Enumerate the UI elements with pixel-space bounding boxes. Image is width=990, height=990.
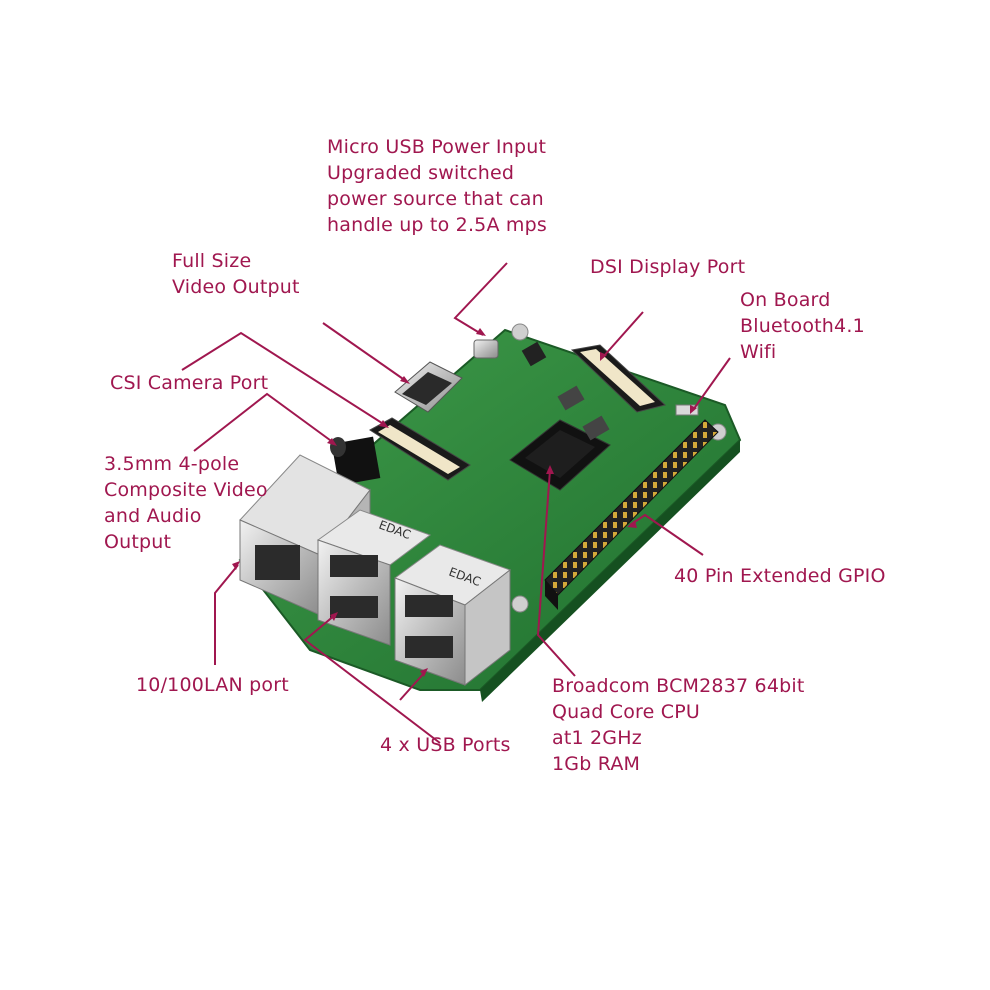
leader-lines: [181, 262, 731, 744]
leader-usb: [303, 614, 441, 744]
label-line: Broadcom BCM2837 64bit: [552, 675, 805, 697]
label-cpu: Broadcom BCM2837 64bit Quad Core CPU at1…: [552, 673, 805, 777]
label-line: Wifi: [740, 341, 777, 363]
label-full-size-video: Full Size Video Output: [172, 248, 300, 300]
label-line: Full Size: [172, 250, 252, 272]
leader-csi: [181, 331, 386, 426]
label-micro-usb: Micro USB Power Input Upgraded switched …: [327, 134, 547, 238]
label-bluetooth: On Board Bluetooth4.1 Wifi: [740, 287, 865, 365]
leader-cpu: [536, 469, 576, 677]
label-line: On Board: [740, 289, 831, 311]
label-line: 3.5mm 4-pole: [104, 453, 240, 475]
leader-audio: [193, 392, 335, 452]
label-csi: CSI Camera Port: [110, 370, 268, 396]
label-gpio: 40 Pin Extended GPIO: [674, 563, 886, 589]
label-line: Video Output: [172, 276, 300, 298]
label-line: Composite Video: [104, 479, 268, 501]
mounting-hole: [511, 595, 529, 613]
chip: [521, 341, 547, 367]
label-line: handle up to 2.5A mps: [327, 214, 547, 236]
label-line: 40 Pin Extended GPIO: [674, 565, 886, 587]
chip: [557, 385, 585, 411]
mounting-hole: [511, 323, 529, 341]
micro-usb-connector: [473, 339, 499, 359]
label-line: Micro USB Power Input: [327, 136, 547, 158]
label-line: CSI Camera Port: [110, 372, 269, 394]
gpio-header-side: [545, 580, 558, 610]
label-line: 10/100LAN port: [136, 674, 289, 696]
leader-lan: [214, 564, 239, 665]
label-lan: 10/100LAN port: [136, 672, 289, 698]
label-line: power source that can: [327, 188, 544, 210]
leader-usb-2: [399, 671, 426, 701]
label-line: Output: [104, 531, 172, 553]
label-usb: 4 x USB Ports: [380, 732, 511, 758]
leader-bluetooth: [692, 357, 731, 411]
leader-micro-usb: [453, 262, 508, 336]
label-line: Bluetooth4.1: [740, 315, 865, 337]
label-line: 4 x USB Ports: [380, 734, 511, 756]
label-line: at1 2GHz: [552, 727, 642, 749]
label-audio: 3.5mm 4-pole Composite Video and Audio O…: [104, 451, 268, 555]
label-line: DSI Display Port: [590, 256, 746, 278]
leader-full-size-video: [322, 322, 407, 382]
pcb-edge: [480, 440, 740, 702]
leader-dsi: [602, 311, 644, 358]
gpio-header: [544, 419, 719, 596]
label-line: Upgraded switched: [327, 162, 515, 184]
label-line: and Audio: [104, 505, 202, 527]
chip: [582, 415, 610, 441]
leader-arrowheads: [232, 328, 697, 677]
label-dsi: DSI Display Port: [590, 254, 745, 280]
wifi-antenna: [675, 404, 699, 416]
usb-stack-1: [316, 509, 432, 646]
usb-stack-2: [393, 544, 512, 687]
label-line: 1Gb RAM: [552, 753, 641, 775]
label-line: Quad Core CPU: [552, 701, 700, 723]
